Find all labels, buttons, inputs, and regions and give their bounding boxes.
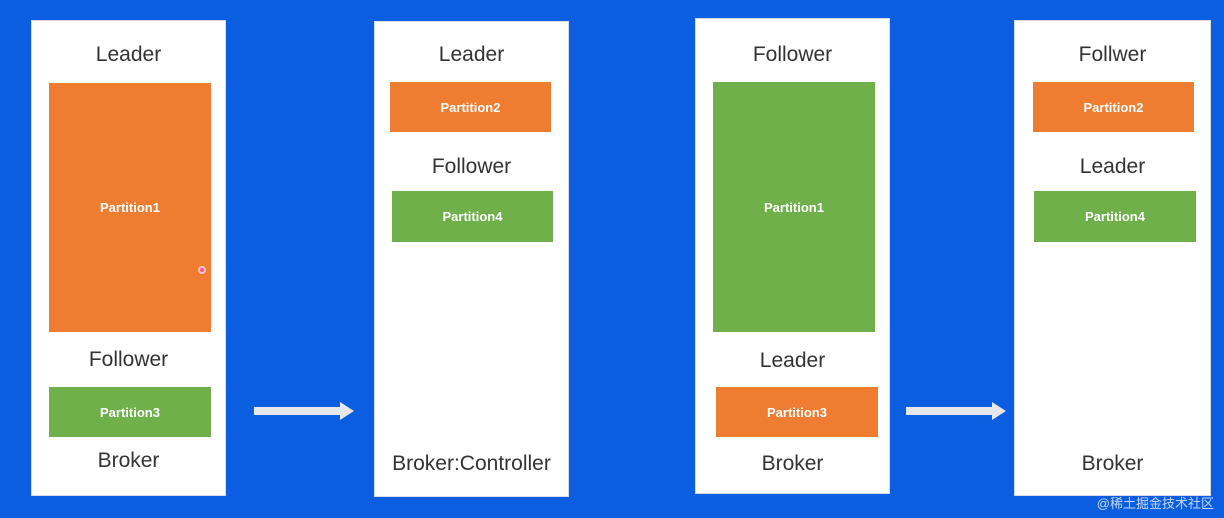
panel-2-partition2-block: Partition2	[390, 82, 551, 132]
broker-panel-2: Leader Partition2 Follower Partition4 Br…	[374, 21, 569, 497]
cursor-dot	[198, 266, 206, 274]
panel-1-partition3-block: Partition3	[49, 387, 211, 437]
panel-2-partition4-block: Partition4	[392, 191, 553, 242]
panel-1-partition1-block: Partition1	[49, 83, 211, 332]
panel-4-leader-label: Leader	[1079, 155, 1146, 178]
panel-4-follwer-label: Follwer	[1078, 43, 1147, 66]
panel-2-follower-label: Follower	[431, 155, 512, 178]
broker-panel-3: Follower Partition1 Leader Partition3 Br…	[695, 18, 890, 494]
panel-3-partition1-block: Partition1	[713, 82, 875, 332]
watermark: @稀土掘金技术社区	[1096, 496, 1214, 511]
panel-4-partition2-block: Partition2	[1033, 82, 1194, 132]
arrow-2	[906, 402, 1006, 420]
panel-2-broker-controller-label: Broker:Controller	[392, 452, 551, 475]
panel-3-partition3-block: Partition3	[716, 387, 878, 437]
arrow-1	[254, 402, 354, 420]
panel-4-partition4-block: Partition4	[1034, 191, 1196, 242]
panel-1-leader-label: Leader	[95, 43, 162, 66]
broker-panel-1: Leader Partition1 Follower Partition3 Br…	[31, 20, 226, 496]
panel-4-broker-label: Broker	[1081, 452, 1144, 475]
panel-3-leader-label: Leader	[759, 349, 826, 372]
panel-3-broker-label: Broker	[761, 452, 824, 475]
broker-panel-4: Follwer Partition2 Leader Partition4 Bro…	[1014, 20, 1211, 496]
panel-3-follower-label: Follower	[752, 43, 833, 66]
panel-2-leader-label: Leader	[438, 43, 505, 66]
panel-1-broker-label: Broker	[97, 449, 160, 472]
panel-1-follower-label: Follower	[88, 348, 169, 371]
